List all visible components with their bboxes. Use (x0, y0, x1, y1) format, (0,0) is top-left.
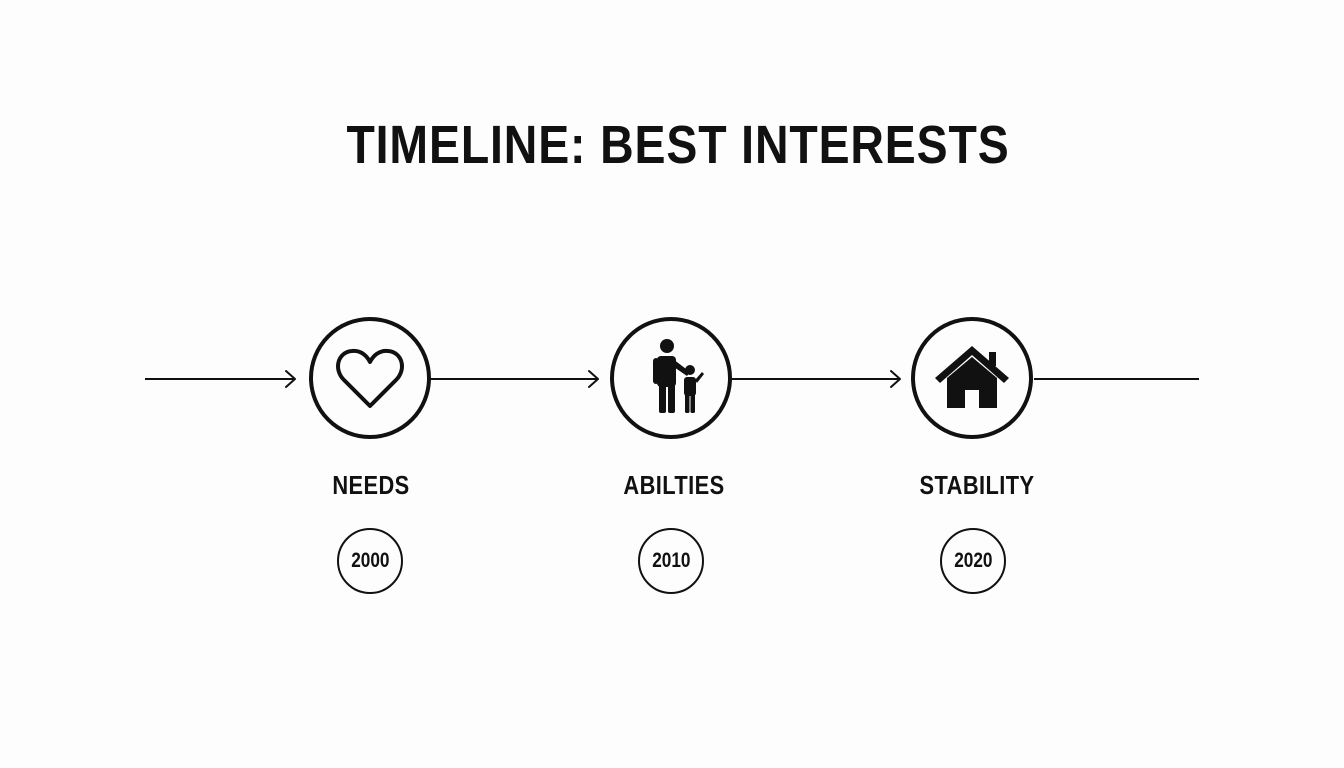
stage-label-stability: STABILITY (919, 470, 1035, 500)
year-badge-2010: 2010 (638, 528, 704, 594)
node-needs (309, 317, 431, 439)
node-stability (911, 317, 1033, 439)
year-badge-2020: 2020 (940, 528, 1006, 594)
stage-label-needs: NEEDS (332, 470, 410, 500)
stage-label-abilities: ABILTIES (623, 470, 725, 500)
timeline-line (145, 370, 1199, 388)
parent-child-icon (653, 339, 704, 413)
heart-icon (336, 348, 404, 408)
node-abilities (610, 317, 732, 439)
house-icon (935, 346, 1009, 408)
year-badge-2000: 2000 (337, 528, 403, 594)
page-title: TIMELINE: BEST INTERESTS (346, 115, 1010, 175)
